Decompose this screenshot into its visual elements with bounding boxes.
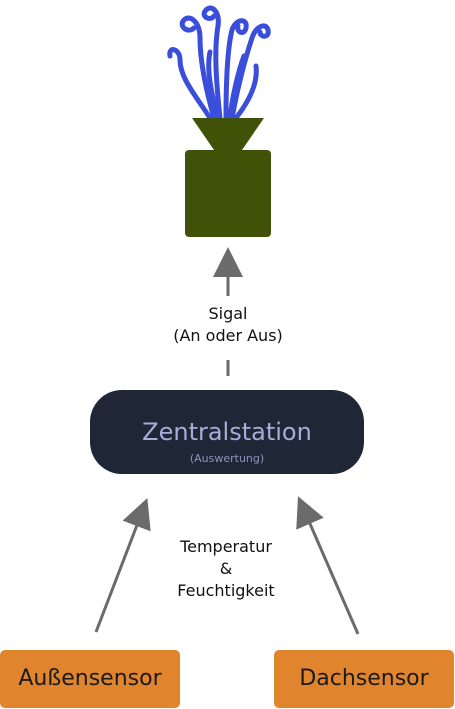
roof-sensor-node: Dachsensor xyxy=(274,650,454,708)
signal-label-line2: (An oder Aus) xyxy=(173,326,283,345)
outside-sensor-node: Außensensor xyxy=(0,650,180,708)
signal-label-line1: Sigal xyxy=(208,304,248,323)
measurement-label-line2: & xyxy=(219,559,233,578)
measurement-label: Temperatur & Feuchtigkeit xyxy=(126,536,326,602)
signal-label: Sigal (An oder Aus) xyxy=(128,303,328,347)
sprinkler-icon xyxy=(185,118,271,237)
measurement-label-line3: Feuchtigkeit xyxy=(177,581,275,600)
central-station-subtitle: (Auswertung) xyxy=(189,452,265,465)
water-spray-icon xyxy=(167,5,271,121)
central-station-title: Zentralstation xyxy=(142,418,312,446)
central-station-node: Zentralstation (Auswertung) xyxy=(90,390,364,474)
measurement-label-line1: Temperatur xyxy=(180,537,272,556)
roof-sensor-arrow xyxy=(296,496,360,635)
outside-sensor-arrow xyxy=(94,497,151,633)
